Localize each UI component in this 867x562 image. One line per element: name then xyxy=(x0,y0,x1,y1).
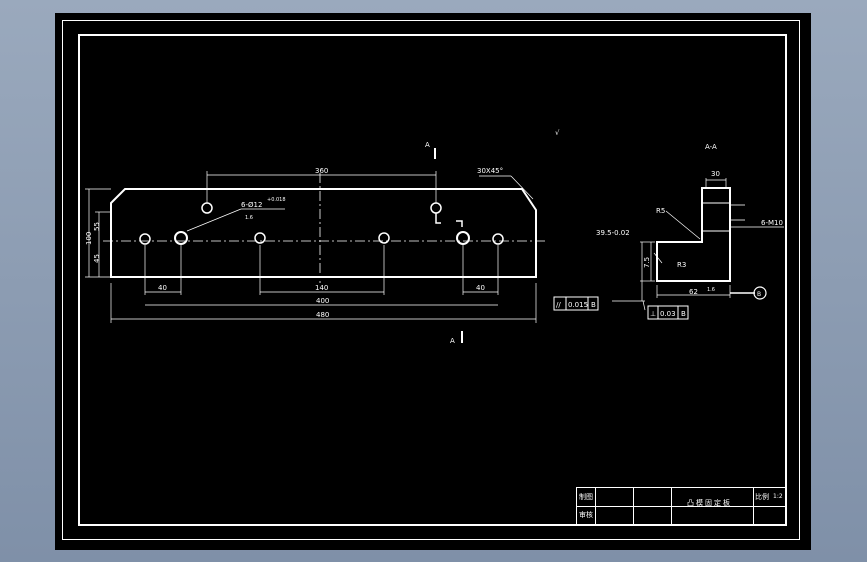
hole xyxy=(430,202,442,214)
section-roughness: 1.6 xyxy=(707,287,715,293)
gdt-symbol-2: ⊥ xyxy=(650,310,656,318)
cad-drawing: 100 55 45 360 6-Ø12 +0.018 1.6 140 40 40… xyxy=(78,34,787,526)
section-marker-top: A xyxy=(425,141,430,149)
title-block: 制图 审核 凸模固定板 比例 1:2 xyxy=(576,487,786,525)
cut-arrow xyxy=(456,220,463,227)
dim-edge-right: 40 xyxy=(476,284,485,292)
section-height: 39.5-0.02 xyxy=(596,229,630,237)
dim-360 xyxy=(206,171,437,203)
dims-left xyxy=(85,188,111,278)
chamfer-label: 30X45° xyxy=(477,167,503,175)
gdt-frame-parallel xyxy=(553,296,599,311)
front-view xyxy=(85,148,545,343)
title-block-label-draw: 制图 xyxy=(579,493,593,501)
dim-height-lower: 45 xyxy=(93,254,101,263)
gdt-value-1: 0.015 xyxy=(568,301,588,309)
datum-label: B xyxy=(757,291,761,298)
dim-span-middle: 140 xyxy=(315,284,328,292)
hole-callout: 6-Ø12 xyxy=(241,201,262,209)
section-title: A-A xyxy=(705,143,717,151)
section-fillet: R5 xyxy=(656,207,665,215)
section-marker-bottom: A xyxy=(450,337,455,345)
section-bottom-dim: 62 xyxy=(689,288,698,296)
roughness-general: √ xyxy=(555,129,560,137)
dims-bottom xyxy=(110,245,537,323)
section-width-top: 30 xyxy=(711,170,720,178)
section-thread: 6-M10 xyxy=(761,219,783,227)
section-view xyxy=(612,178,784,311)
dim-edge-left: 40 xyxy=(158,284,167,292)
gdt-frames xyxy=(553,296,689,320)
datum-bubble xyxy=(753,286,767,300)
hole xyxy=(378,232,390,244)
title-block-label-check: 审核 xyxy=(579,511,593,519)
section-left-dim: 7.5 xyxy=(643,257,651,268)
section-outline xyxy=(656,187,731,282)
hole-tolerance: +0.018 xyxy=(267,197,286,203)
roughness-hole: 1.6 xyxy=(245,215,253,221)
hole xyxy=(456,231,470,245)
hole-leader xyxy=(186,208,242,232)
hole xyxy=(254,232,266,244)
dim-span-top: 360 xyxy=(315,167,328,175)
hole xyxy=(201,202,213,214)
dim-overall-height: 100 xyxy=(85,232,93,245)
gdt-frame-perp xyxy=(647,305,689,320)
plate-outline xyxy=(110,188,537,278)
hole xyxy=(492,233,504,245)
drawing-viewport[interactable]: 100 55 45 360 6-Ø12 +0.018 1.6 140 40 40… xyxy=(55,13,811,550)
sheet-outer-border xyxy=(62,20,800,540)
gdt-value-2: 0.03 xyxy=(660,310,676,318)
gdt-datum-1: B xyxy=(591,301,596,309)
dim-span-480: 480 xyxy=(316,311,329,319)
scale-label: 比例 xyxy=(755,493,769,501)
drawing-frame xyxy=(78,34,787,526)
dim-span-400: 400 xyxy=(316,297,329,305)
gdt-symbol-1: // xyxy=(556,301,561,309)
dim-height-upper: 55 xyxy=(93,222,101,231)
section-radius-small: R3 xyxy=(677,261,686,269)
hole xyxy=(174,231,188,245)
hole xyxy=(139,233,151,245)
hole-row xyxy=(139,202,504,245)
fillet-leader xyxy=(665,210,701,240)
scale-value: 1:2 xyxy=(773,493,783,500)
gdt-datum-2: B xyxy=(681,310,686,318)
part-name: 凸模固定板 xyxy=(687,499,732,507)
